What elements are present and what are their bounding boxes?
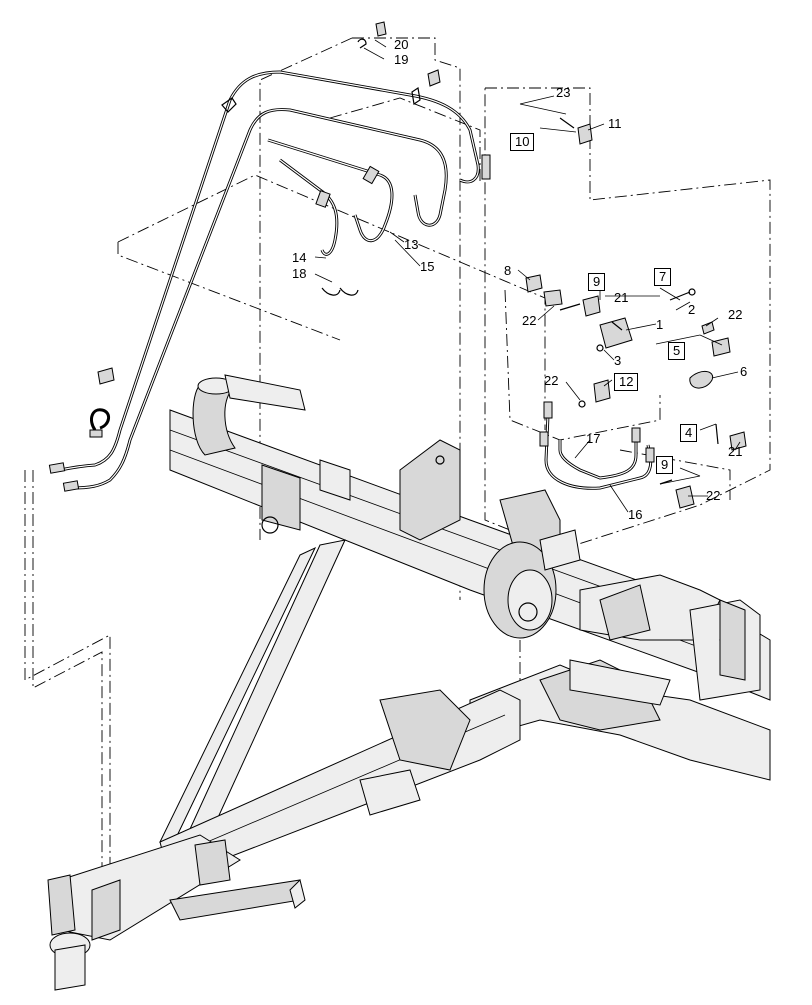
frame-structure [47,374,771,991]
callout-3: 3 [614,353,622,368]
callout-21-lower: 21 [728,444,743,459]
callout-12: 12 [614,373,639,391]
callout-6: 6 [740,364,748,379]
callout-20: 20 [394,37,409,52]
callout-1: 1 [656,317,664,332]
callout-19: 19 [394,52,409,67]
callout-16: 16 [628,507,643,522]
callout-22-lower: 22 [706,488,721,503]
callout-13: 13 [404,237,419,252]
callout-7: 7 [654,268,672,286]
callout-17: 17 [586,431,601,446]
callout-22-mid: 22 [544,373,559,388]
clips [321,287,359,296]
callout-4: 4 [680,424,698,442]
callout-9-upper: 9 [588,273,606,291]
top-hardware [357,21,441,106]
hose-loop [539,401,655,490]
callout-10: 10 [510,133,535,151]
callout-9-lower: 9 [656,456,674,474]
callout-22-left: 22 [522,313,537,328]
callout-18: 18 [292,266,307,281]
leader-lines [314,39,741,513]
callout-5: 5 [668,342,686,360]
callout-2: 2 [688,302,696,317]
callout-14: 14 [292,250,307,265]
callout-21-upper: 21 [614,290,629,305]
callout-8: 8 [504,263,512,278]
hose-bundle [48,70,491,492]
callout-23: 23 [556,85,571,100]
callout-22-right: 22 [728,307,743,322]
callout-11: 11 [608,116,622,131]
valve-assembly [525,117,747,509]
callout-15: 15 [420,259,435,274]
